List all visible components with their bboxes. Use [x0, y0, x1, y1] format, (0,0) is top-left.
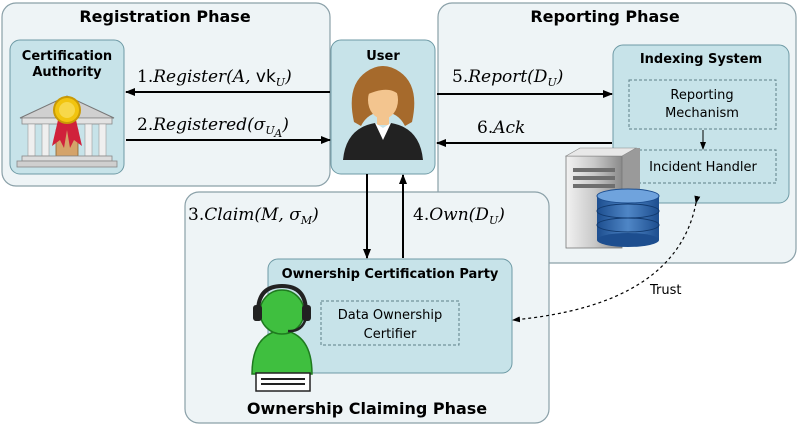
msg-claim-label: 3.Claim(M, σM)	[188, 205, 319, 227]
indexing-system-title: Indexing System	[640, 52, 762, 67]
registration-phase-title: Registration Phase	[79, 7, 250, 26]
incident-handler-box	[628, 149, 777, 184]
data-ownership-certifier-line1: Data Ownership	[338, 308, 443, 323]
msg-claim-args: (M, σ	[254, 205, 301, 225]
msg-report-name: Report	[467, 67, 527, 87]
ownership-phase-title: Ownership Claiming Phase	[247, 399, 487, 418]
ca-title-line2: Authority	[32, 65, 102, 80]
msg-register-sub: U	[276, 76, 286, 89]
msg-claim-name: Claim	[204, 205, 254, 225]
msg-report-args: (D	[527, 67, 548, 87]
msg-report-close: )	[556, 67, 564, 87]
msg-register-num: 1.	[137, 67, 153, 87]
msg-registered-open: (σ	[247, 115, 266, 135]
msg-report-label: 5.Report(DU)	[452, 67, 563, 89]
msg-claim-sub: M	[300, 214, 313, 227]
msg-registered-label: 2.Registered(σUA)	[137, 115, 289, 140]
reporting-mechanism-line1: Reporting	[670, 88, 733, 103]
user-avatar-icon	[343, 66, 423, 160]
msg-ack-label: 6.Ack	[477, 118, 525, 138]
database-icon	[596, 188, 660, 247]
msg-registered-close: )	[281, 115, 289, 135]
msg-own-num: 4.	[413, 205, 429, 225]
msg-register-open: (A,	[226, 67, 256, 87]
msg-register-label: 1.Register(A, vkU)	[137, 67, 292, 89]
msg-own-close: )	[497, 205, 505, 225]
msg-claim-num: 3.	[188, 205, 204, 225]
reporting-mechanism-line2: Mechanism	[665, 106, 739, 121]
msg-register-name: Register	[152, 67, 227, 87]
reporting-mechanism-box	[628, 79, 777, 130]
operator-headset-icon	[251, 283, 313, 392]
data-ownership-certifier-line2: Certifier	[364, 327, 417, 342]
reporting-phase-title: Reporting Phase	[530, 7, 679, 26]
seal-ribbon-icon	[52, 96, 82, 148]
msg-registered-sub: U	[265, 124, 275, 137]
msg-report-num: 5.	[452, 67, 468, 87]
msg-own-args: (D	[469, 205, 490, 225]
msg-report-sub: U	[547, 76, 557, 89]
msg-register-close: )	[284, 67, 292, 87]
msg-registered-name: Registered	[152, 115, 247, 135]
msg-registered-subsub: A	[273, 127, 282, 140]
msg-ack-num: 6.	[477, 118, 493, 138]
data-ownership-certifier-box	[320, 300, 460, 346]
msg-ack-name: Ack	[491, 118, 525, 138]
msg-own-name: Own	[429, 205, 468, 225]
user-title: User	[366, 49, 400, 64]
trust-label: Trust	[649, 283, 681, 298]
ca-title-line1: Certification	[22, 49, 112, 64]
msg-registered-num: 2.	[137, 115, 153, 135]
incident-handler-label: Incident Handler	[649, 160, 757, 175]
msg-register-vk: vk	[256, 67, 276, 87]
msg-own-sub: U	[489, 214, 499, 227]
msg-own-label: 4.Own(DU)	[413, 205, 505, 227]
msg-claim-close: )	[311, 205, 319, 225]
ocp-title: Ownership Certification Party	[282, 267, 499, 282]
trust-arrow	[512, 195, 701, 323]
